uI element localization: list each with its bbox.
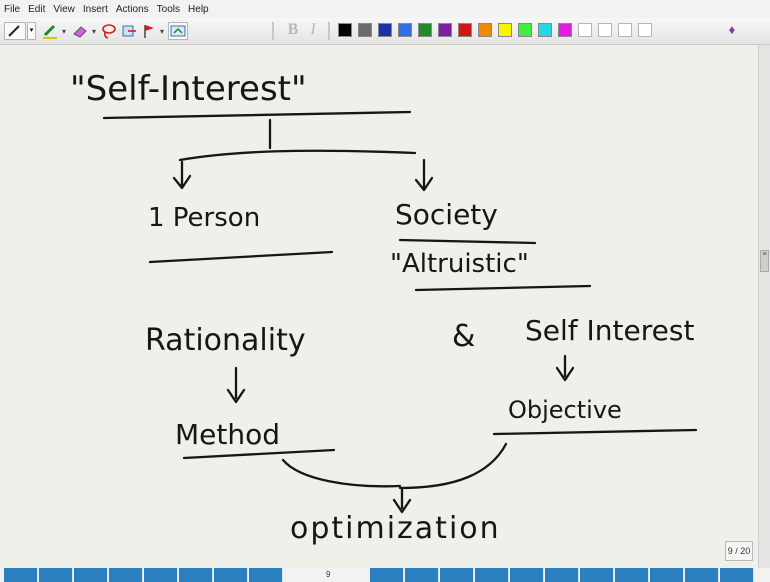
page-thumbnail[interactable] xyxy=(685,568,719,582)
label-self-interest: Self Interest xyxy=(525,314,694,347)
title-underline xyxy=(102,110,412,120)
scrollbar-thumb[interactable]: ≡ xyxy=(760,250,769,272)
bold-button[interactable]: B xyxy=(287,21,299,38)
menu-edit[interactable]: Edit xyxy=(28,3,46,15)
color-swatch[interactable] xyxy=(478,23,492,37)
vertical-scrollbar[interactable]: ≡ xyxy=(758,45,770,568)
page-thumbnail[interactable] xyxy=(249,568,283,582)
page-thumbnail[interactable] xyxy=(440,568,474,582)
page-thumbnail[interactable] xyxy=(214,568,248,582)
page-thumbnail[interactable] xyxy=(720,568,754,582)
menu-view[interactable]: View xyxy=(53,3,75,15)
method-underline xyxy=(182,448,336,460)
page-thumbnail[interactable] xyxy=(4,568,38,582)
color-swatch[interactable] xyxy=(398,23,412,37)
pen-select-icon[interactable] xyxy=(4,22,26,40)
flag-dropdown-icon[interactable]: ▾ xyxy=(160,27,165,36)
color-swatch[interactable] xyxy=(538,23,552,37)
highlighter-icon[interactable] xyxy=(40,22,60,40)
person-underline xyxy=(148,250,334,264)
arrow-self-interest-icon xyxy=(555,354,575,382)
pen-dropdown-icon[interactable]: ▾ xyxy=(27,22,36,40)
menu-actions[interactable]: Actions xyxy=(115,3,149,15)
page-thumbnail[interactable] xyxy=(109,568,143,582)
toolbar-separator xyxy=(328,22,330,40)
page-thumbnail[interactable] xyxy=(144,568,178,582)
color-swatch[interactable] xyxy=(458,23,472,37)
page-thumbnail-strip: 9 xyxy=(0,568,770,582)
color-swatch[interactable] xyxy=(598,23,612,37)
page-thumbnail[interactable] xyxy=(510,568,544,582)
page-thumbnail[interactable] xyxy=(370,568,404,582)
menu-tools[interactable]: Tools xyxy=(156,3,181,15)
label-rationality: Rationality xyxy=(145,323,306,358)
color-swatch[interactable] xyxy=(378,23,392,37)
arrow-optimization-icon xyxy=(392,486,412,514)
handwriting-layer: "Self-Interest" 1 Person Society "Altrui… xyxy=(70,69,698,546)
eraser-dropdown-icon[interactable]: ▾ xyxy=(92,27,97,36)
label-altruistic: "Altruistic" xyxy=(390,249,529,279)
color-swatch[interactable] xyxy=(498,23,512,37)
label-society: Society xyxy=(395,198,498,231)
highlighter-dropdown-icon[interactable]: ▾ xyxy=(62,27,67,36)
whiteboard-canvas[interactable]: "Self-Interest" 1 Person Society "Altrui… xyxy=(0,45,758,568)
page-thumbnail[interactable] xyxy=(650,568,684,582)
menu-bar: File Edit View Insert Actions Tools Help xyxy=(0,0,770,18)
objective-underline xyxy=(492,428,698,436)
altruistic-underline xyxy=(414,284,592,292)
more-colors-icon[interactable]: ♦ xyxy=(728,22,736,37)
page-indicator: 9 / 20 xyxy=(725,541,753,561)
lasso-select-icon[interactable] xyxy=(100,22,118,40)
label-1-person: 1 Person xyxy=(148,203,260,233)
page-thumbnail[interactable] xyxy=(545,568,579,582)
color-swatch[interactable] xyxy=(418,23,432,37)
eraser-icon[interactable] xyxy=(70,22,90,40)
color-swatch[interactable] xyxy=(558,23,572,37)
page-thumbnail[interactable] xyxy=(39,568,73,582)
italic-button[interactable]: I xyxy=(310,21,316,38)
page-thumbnail[interactable] xyxy=(580,568,614,582)
arrow-rationality-icon xyxy=(226,366,246,404)
branch-line xyxy=(178,149,417,162)
toolbar: ▾ ▾ ▾ ▾ B I ♦ xyxy=(0,18,770,45)
flag-icon[interactable] xyxy=(140,22,158,40)
menu-insert[interactable]: Insert xyxy=(82,3,108,15)
page-thumbnail[interactable] xyxy=(74,568,108,582)
label-method: Method xyxy=(175,418,280,451)
arrow-right-icon xyxy=(414,158,434,192)
merge-line-left xyxy=(281,458,402,488)
menu-help[interactable]: Help xyxy=(188,3,209,15)
menu-file[interactable]: File xyxy=(4,3,21,15)
color-swatch[interactable] xyxy=(358,23,372,37)
merge-line-right xyxy=(398,442,508,490)
page-thumbnail[interactable] xyxy=(475,568,509,582)
society-underline xyxy=(398,238,537,245)
arrow-left-icon xyxy=(172,160,192,190)
color-swatch[interactable] xyxy=(438,23,452,37)
page-thumbnail[interactable] xyxy=(405,568,439,582)
color-swatch[interactable] xyxy=(638,23,652,37)
page-thumbnail[interactable] xyxy=(179,568,213,582)
color-swatch[interactable] xyxy=(338,23,352,37)
color-swatch[interactable] xyxy=(578,23,592,37)
color-swatch[interactable] xyxy=(618,23,632,37)
page-thumbnail[interactable] xyxy=(615,568,649,582)
label-ampersand: & xyxy=(452,319,475,354)
toolbar-separator xyxy=(272,22,274,40)
insert-space-icon[interactable] xyxy=(120,22,138,40)
color-swatch[interactable] xyxy=(518,23,532,37)
current-page-label: 9 xyxy=(326,570,331,579)
label-optimization: optimization xyxy=(290,511,501,546)
screen-clip-icon[interactable] xyxy=(168,22,188,40)
title-self-interest: "Self-Interest" xyxy=(70,69,307,109)
label-objective: Objective xyxy=(508,396,622,424)
